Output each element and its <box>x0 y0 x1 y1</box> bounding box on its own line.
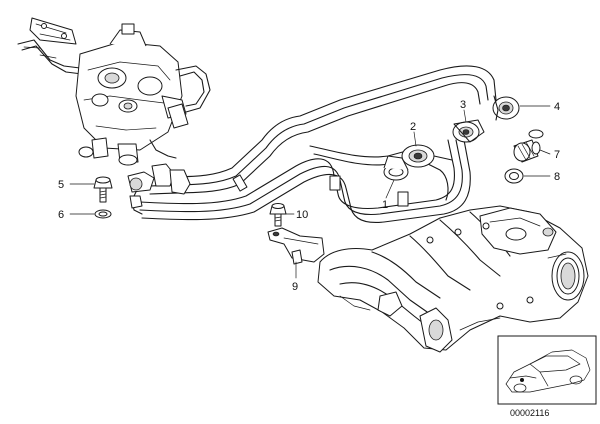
part-10-bolt <box>269 203 287 227</box>
callout-4: 4 <box>554 101 560 113</box>
callout-labels: 1 2 3 4 5 6 7 8 9 10 <box>58 99 560 293</box>
part-3-connector <box>452 119 485 143</box>
leader-7 <box>539 149 551 155</box>
part-4-connector <box>492 95 520 121</box>
fuel-line-bundle <box>127 65 497 224</box>
callout-10: 10 <box>296 209 308 221</box>
vehicle-locator-inset <box>497 335 597 405</box>
part-8-washer <box>504 168 524 184</box>
callout-8: 8 <box>554 171 560 183</box>
intake-manifold <box>317 205 589 353</box>
callout-2: 2 <box>410 121 416 133</box>
callout-6: 6 <box>58 209 64 221</box>
callout-5: 5 <box>58 179 64 191</box>
part-1-clamp <box>383 155 409 181</box>
callout-3: 3 <box>460 99 466 111</box>
callout-9: 9 <box>292 281 298 293</box>
callout-7: 7 <box>554 149 560 161</box>
part-5-bolt <box>93 176 113 203</box>
leader-3 <box>463 109 467 123</box>
car-outline-icon <box>505 349 591 393</box>
diagram-reference-number: 00002116 <box>510 408 549 418</box>
part-7-fitting <box>513 129 544 163</box>
leader-1 <box>385 179 395 199</box>
part-6-washer <box>94 209 112 219</box>
leader-2 <box>413 131 417 147</box>
part-9-bracket <box>267 227 325 265</box>
part-2-connector <box>401 144 453 168</box>
callout-leaders <box>69 105 551 279</box>
callout-1: 1 <box>382 199 388 211</box>
injection-pump <box>17 17 211 166</box>
